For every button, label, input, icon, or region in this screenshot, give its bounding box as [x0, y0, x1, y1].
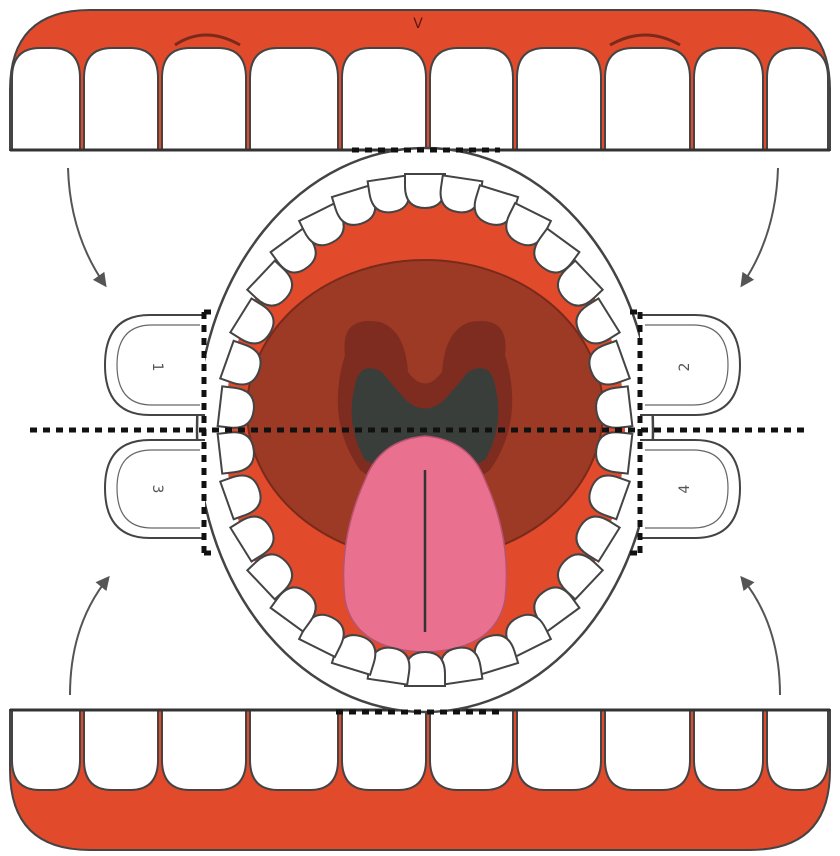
- quadrant-label-lower-right: 4: [677, 484, 693, 493]
- upper-tooth: [605, 48, 690, 150]
- card-lower-right: 4: [640, 440, 740, 538]
- lower-tooth: [84, 710, 158, 790]
- arch-tooth: [405, 652, 445, 686]
- upper-jaw: V: [10, 10, 830, 150]
- lower-teeth: [12, 710, 828, 790]
- arch-tooth-crown: [405, 652, 445, 686]
- card-upper-right: 2: [640, 315, 740, 415]
- quadrant-label-upper-right: 2: [677, 363, 693, 372]
- lower-tooth: [605, 710, 690, 790]
- upper-tooth: [12, 48, 80, 150]
- lower-tooth: [162, 710, 246, 790]
- upper-tooth: [250, 48, 338, 150]
- arrow-upper-left: [68, 168, 105, 285]
- upper-tooth: [84, 48, 158, 150]
- upper-tooth: [342, 48, 426, 150]
- quadrant-label-lower-left: 3: [149, 485, 165, 494]
- arch-tooth-crown: [405, 174, 445, 208]
- upper-tooth: [430, 48, 513, 150]
- lower-tooth: [767, 710, 828, 790]
- quadrant-label-upper-left: 1: [149, 363, 165, 372]
- upper-jaw-mark: V: [413, 16, 423, 32]
- lower-tooth: [250, 710, 338, 790]
- lower-tooth: [517, 710, 601, 790]
- arch-tooth: [405, 174, 445, 208]
- lower-tooth: [342, 710, 426, 790]
- upper-tooth: [694, 48, 763, 150]
- upper-tooth: [162, 48, 246, 150]
- arrow-lower-right: [742, 578, 780, 695]
- lower-tooth: [430, 710, 513, 790]
- lower-jaw: [10, 710, 830, 850]
- lower-tooth: [12, 710, 80, 790]
- lower-tooth: [694, 710, 763, 790]
- card-lower-left: 3: [105, 440, 205, 538]
- arrow-lower-left: [70, 578, 108, 695]
- upper-tooth: [767, 48, 828, 150]
- upper-tooth: [517, 48, 601, 150]
- upper-teeth: [12, 48, 828, 150]
- card-upper-left: 1: [105, 315, 205, 415]
- arrow-upper-right: [742, 168, 778, 285]
